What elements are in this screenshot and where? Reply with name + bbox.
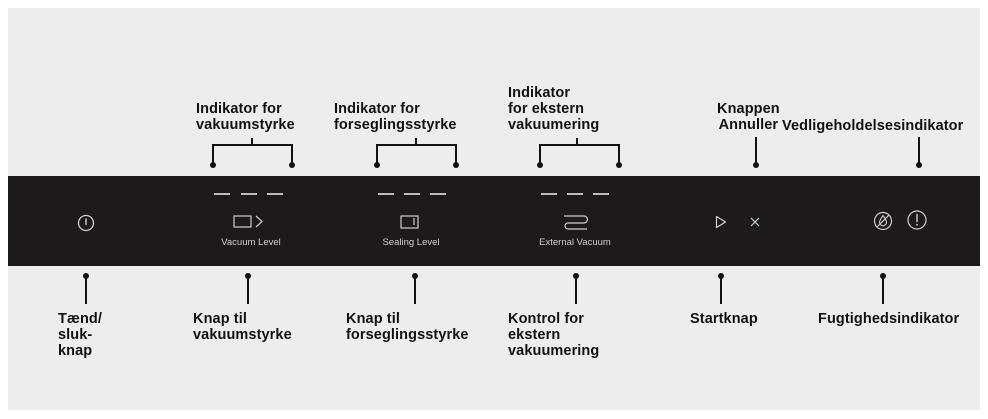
rectangle-chevron-icon[interactable] <box>233 214 267 230</box>
rectangle-icon[interactable] <box>400 214 420 230</box>
bracket-sealing-right <box>455 144 457 164</box>
bracket-sealing-dot-left <box>374 162 380 168</box>
leader-power <box>85 275 87 304</box>
vacuum-level-label: Vacuum Level <box>221 237 281 248</box>
control-panel <box>8 176 980 266</box>
label-vacuum-indicator: Indikator for vakuumstyrke <box>196 101 295 133</box>
leader-external-control <box>575 275 577 304</box>
label-external-indicator: Indikator for ekstern vakuumering <box>508 85 600 133</box>
bracket-sealing-bar <box>376 144 456 146</box>
leader-vacuum-button <box>247 275 249 304</box>
sealing-level-label: Sealing Level <box>382 237 440 248</box>
label-vacuum-button: Knap til vakuumstyrke <box>193 311 292 343</box>
bracket-sealing-dot-right <box>453 162 459 168</box>
leader-maintenance <box>918 137 920 164</box>
power-icon[interactable] <box>77 214 95 232</box>
label-start-button: Startknap <box>690 311 758 327</box>
leader-cancel-dot <box>753 162 759 168</box>
vacuum-indicator-dash-2 <box>241 193 257 195</box>
bracket-external-left <box>539 144 541 164</box>
label-sealing-button: Knap til forseglingsstyrke <box>346 311 469 343</box>
alert-circle-icon <box>907 210 927 230</box>
leader-humidity <box>882 275 884 304</box>
external-indicator-dash-2 <box>567 193 583 195</box>
external-indicator-dash-1 <box>541 193 557 195</box>
bracket-external-stem <box>576 138 578 145</box>
hose-icon[interactable] <box>562 214 590 230</box>
label-power-button: Tænd/ sluk- knap <box>58 311 102 359</box>
label-sealing-indicator: Indikator for forseglingsstyrke <box>334 101 457 133</box>
leader-sealing-button <box>414 275 416 304</box>
bracket-vacuum-dot-left <box>210 162 216 168</box>
sealing-indicator-dash-1 <box>378 193 394 195</box>
bracket-vacuum-right <box>291 144 293 164</box>
bracket-external-dot-right <box>616 162 622 168</box>
label-external-control: Kontrol for ekstern vakuumering <box>508 311 600 359</box>
no-drop-icon <box>873 211 893 231</box>
external-indicator-dash-3 <box>593 193 609 195</box>
leader-maintenance-dot <box>916 162 922 168</box>
close-icon[interactable] <box>749 216 761 228</box>
bracket-sealing-stem <box>415 138 417 145</box>
label-humidity-indicator: Fugtighedsindikator <box>818 311 960 327</box>
bracket-vacuum-left <box>212 144 214 164</box>
bracket-external-bar <box>539 144 619 146</box>
play-icon[interactable] <box>715 215 727 229</box>
vacuum-indicator-dash-3 <box>267 193 283 195</box>
bracket-sealing-left <box>376 144 378 164</box>
bracket-vacuum-dot-right <box>289 162 295 168</box>
sealing-indicator-dash-3 <box>430 193 446 195</box>
bracket-external-dot-left <box>537 162 543 168</box>
external-vacuum-label: External Vacuum <box>539 237 611 248</box>
bracket-vacuum-bar <box>212 144 292 146</box>
bracket-external-right <box>618 144 620 164</box>
leader-cancel <box>755 137 757 164</box>
vacuum-indicator-dash-1 <box>214 193 230 195</box>
label-cancel-button: Knappen Annuller <box>717 101 780 133</box>
leader-start <box>720 275 722 304</box>
sealing-indicator-dash-2 <box>404 193 420 195</box>
bracket-vacuum-stem <box>251 138 253 145</box>
label-maintenance-indicator: Vedligeholdelsesindikator <box>782 118 964 134</box>
